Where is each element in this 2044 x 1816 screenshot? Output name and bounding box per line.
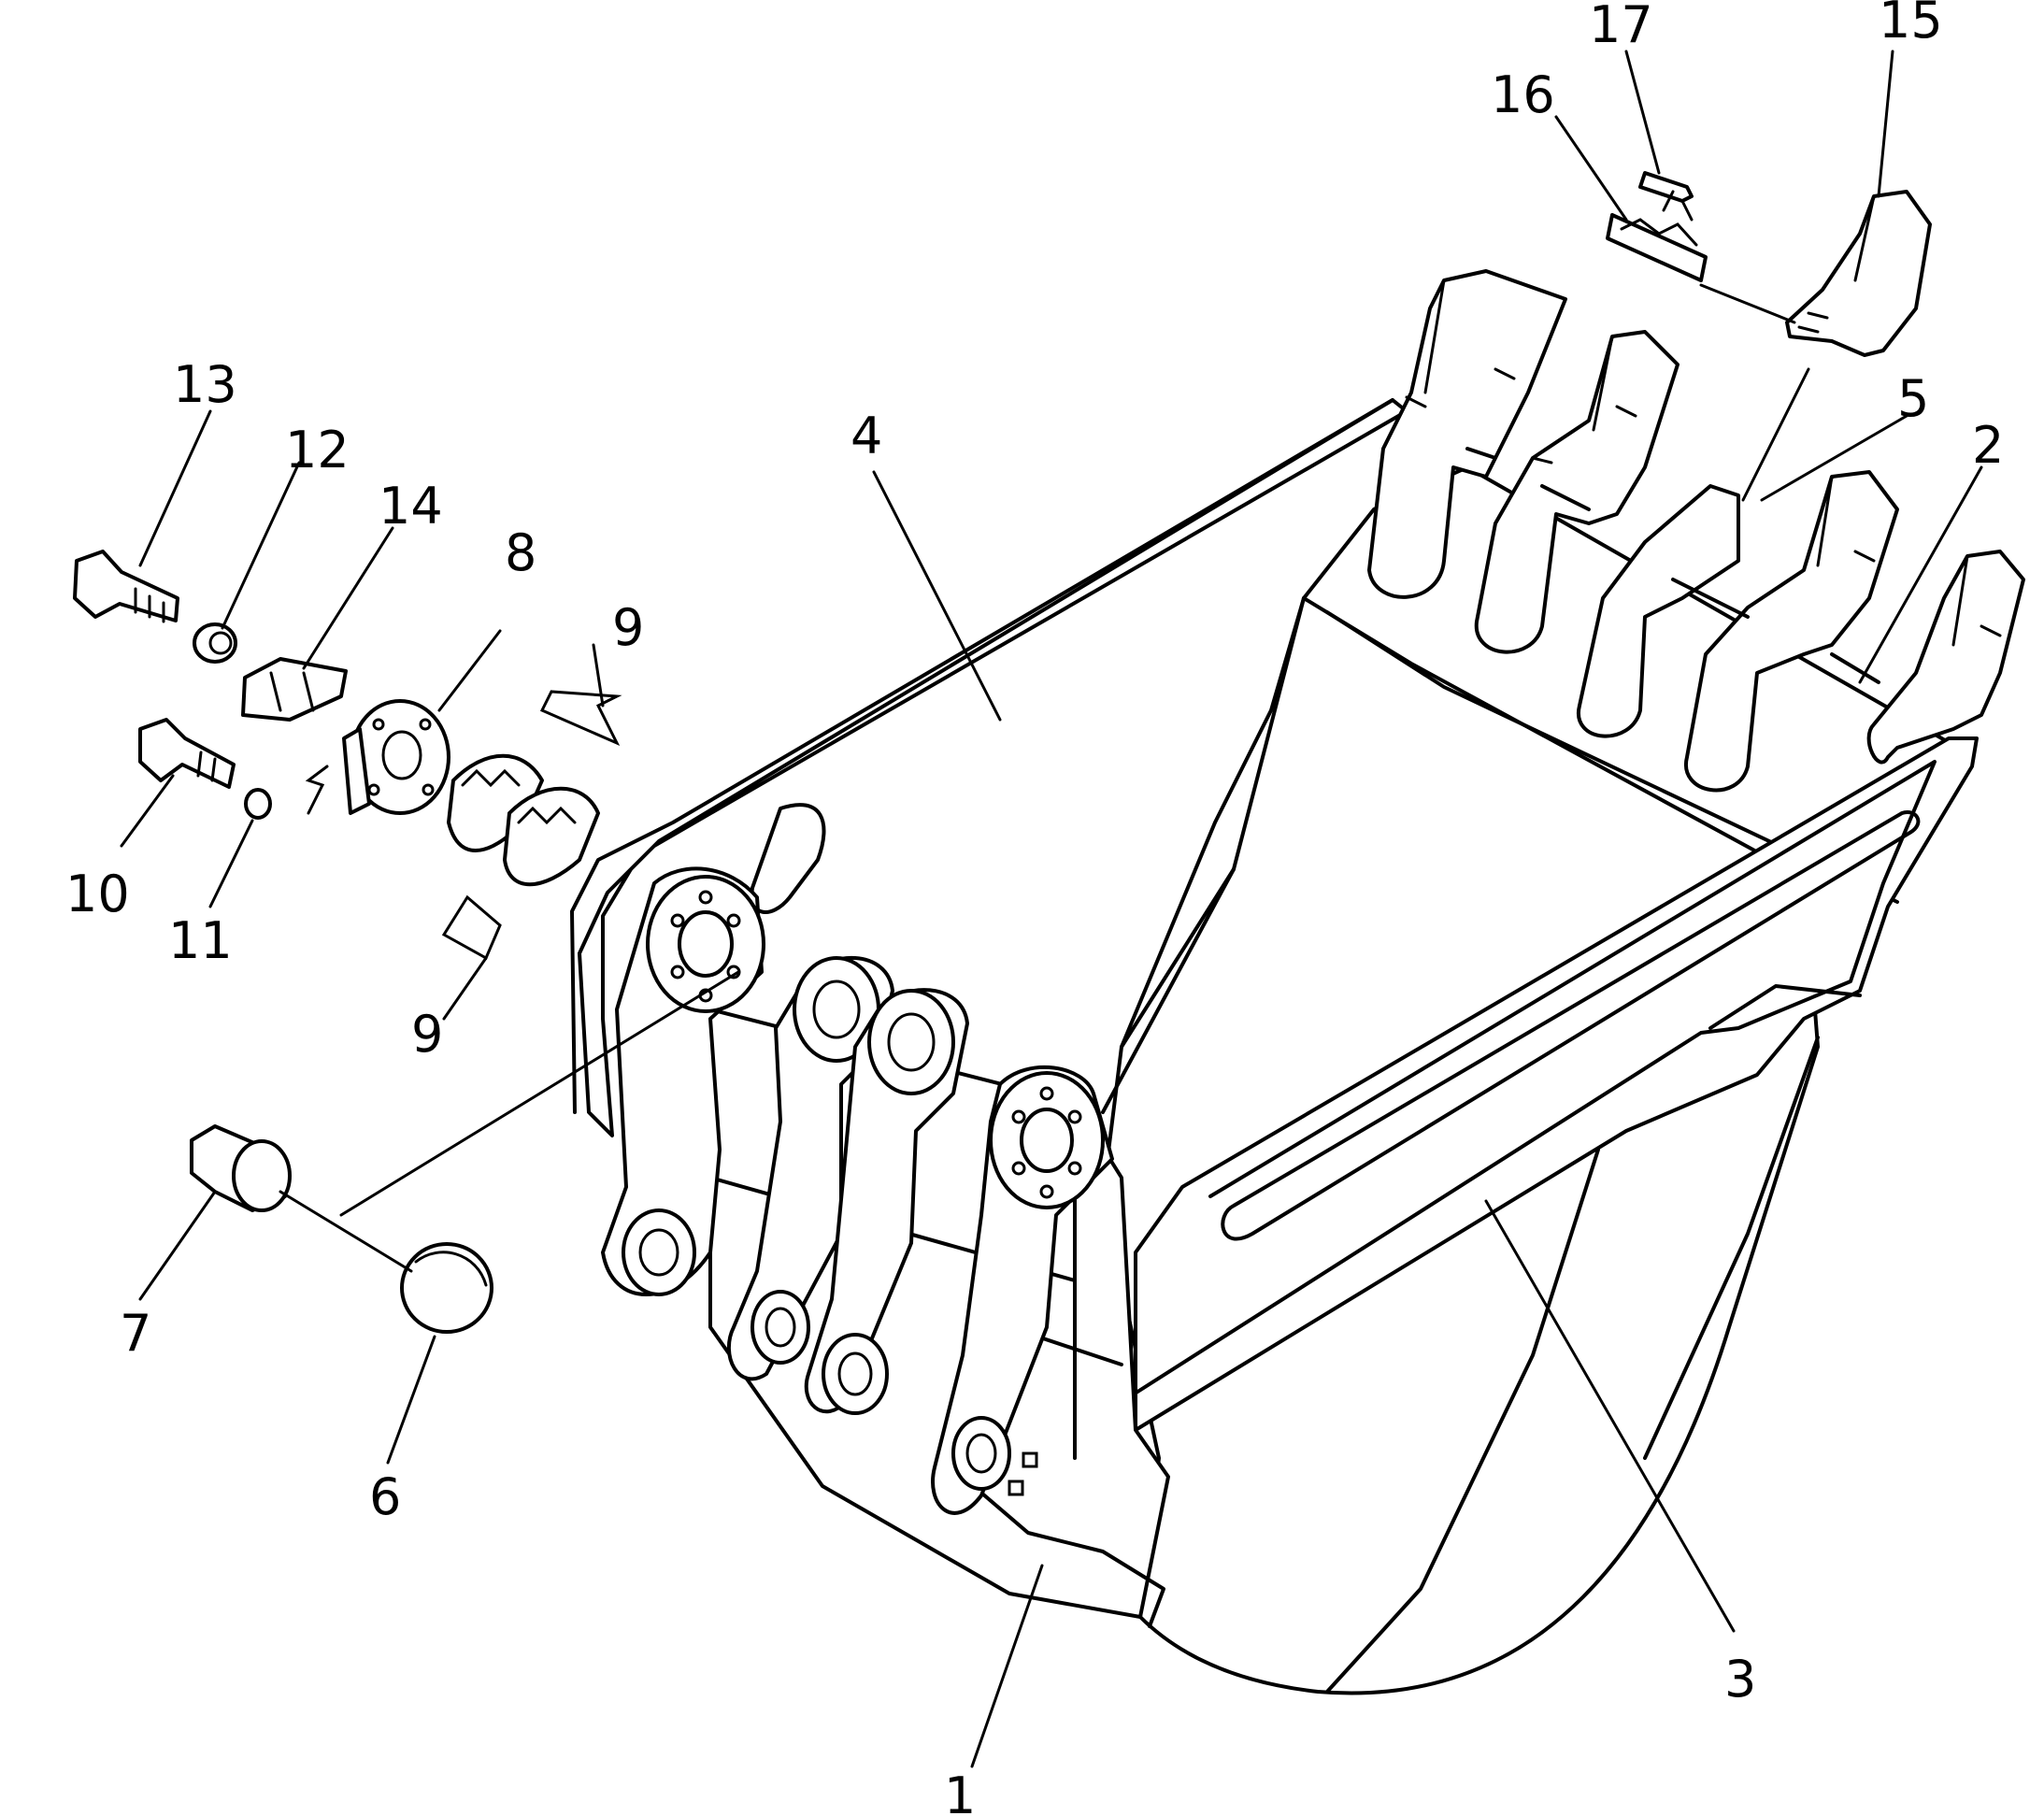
tooth-4 [1683,470,1899,793]
callout-1: 1 [944,1766,976,1816]
tooth-1 [1367,269,1567,599]
callout-2: 2 [1972,416,2004,475]
callout-5: 5 [1897,369,1929,428]
callout-11: 11 [168,911,233,970]
replacement-tooth [1785,190,1932,357]
exploded-tooth-parts [1606,171,1932,357]
bucket-teeth [1367,269,2025,793]
shim-9-b [503,786,600,887]
right-side-slot [1221,810,1921,1241]
bolt-10 [138,718,236,789]
callout-3: 3 [1724,1650,1756,1709]
callout-8: 8 [505,523,536,582]
tooth-lock [1638,171,1694,203]
left-side-slot [750,803,826,914]
bottom-plate-skirt [961,1475,1165,1628]
cutting-edge-line [1325,610,1899,904]
callout-10: 10 [65,865,130,923]
adapter-band [1465,447,1880,684]
bolt-13 [73,550,179,622]
callouts: 1 2 3 4 5 6 7 8 9 9 10 11 12 13 14 15 16… [65,0,2004,1816]
hinge-bracket-left-bore [678,910,734,978]
right-side-plate-inner [1120,760,1937,1404]
tooth-3 [1576,484,1740,738]
callout-9-bottom: 9 [411,1005,443,1064]
callout-13: 13 [173,355,237,414]
bucket-floor-line [1101,867,1236,1114]
hinge-bracket-left-lower-bore [622,1208,696,1296]
left-side-plate-edge [570,398,1394,1114]
callout-15: 15 [1879,0,1943,50]
left-side-plate [578,398,1408,1137]
pin-6 [400,1242,493,1334]
callout-7: 7 [120,1304,151,1363]
hinge-brackets [601,866,1114,1515]
tooth-pin [1606,213,1708,282]
bucket-inner-floor [1120,596,1306,1049]
callout-14: 14 [379,477,443,536]
lock-plate-14 [241,657,348,722]
callout-6: 6 [369,1467,401,1526]
leader-lines [120,50,1983,1768]
bucket-bottom-wear-line [1325,1148,1600,1694]
small-parts [73,550,600,1334]
spacer-12 [193,622,237,664]
tooth-5 [1866,550,2025,765]
callout-4: 4 [850,407,882,465]
washer-11 [244,788,272,820]
callout-16: 16 [1491,65,1555,124]
callout-12: 12 [285,421,350,479]
bucket-bottom-wear-line-2 [1643,1036,1820,1460]
callout-17: 17 [1589,0,1653,54]
callout-9-top: 9 [612,598,644,657]
right-side-gusset [1708,984,1862,1030]
